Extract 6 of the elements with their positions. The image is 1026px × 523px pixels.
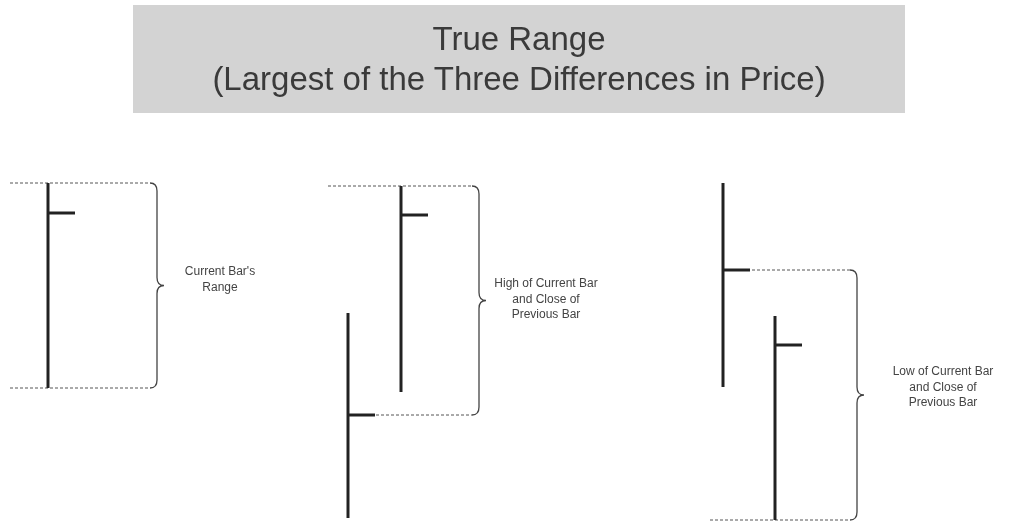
bracket-label: Low of Current Bar and Close of Previous Bar [891,364,995,411]
title: True Range [432,19,606,59]
bracket-label: High of Current Bar and Close of Previous Bar [493,276,599,323]
title-banner [133,5,905,113]
subtitle: (Largest of the Three Differences in Price) [212,59,826,99]
bracket-label: Current Bar's Range [183,264,257,296]
